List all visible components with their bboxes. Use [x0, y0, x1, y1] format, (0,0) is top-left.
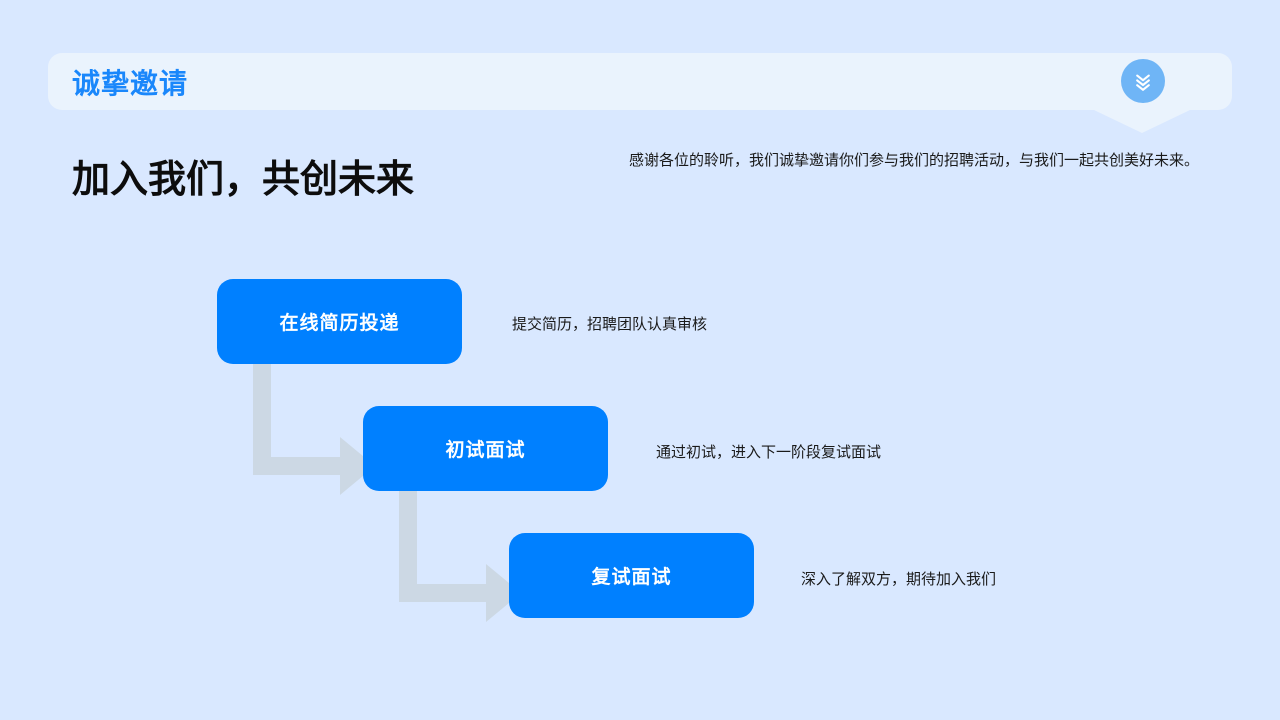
flow-step-description-2: 通过初试，进入下一阶段复试面试	[656, 444, 882, 461]
intro-paragraph: 感谢各位的聆听，我们诚挚邀请你们参与我们的招聘活动，与我们一起共创美好未来。	[629, 152, 1200, 169]
flow-step-card-3[interactable]: 复试面试	[509, 533, 754, 618]
header-bar: 诚挚邀请	[48, 53, 1232, 110]
flow-step-card-2[interactable]: 初试面试	[363, 406, 608, 491]
double-chevron-down-icon	[1132, 70, 1154, 92]
connector-arrow-1	[253, 345, 375, 495]
connector-arrow-2	[399, 472, 521, 622]
headline: 加入我们，共创未来	[72, 159, 415, 201]
flow-step-label: 初试面试	[445, 440, 526, 461]
flow-step-label: 复试面试	[591, 567, 672, 588]
flow-step-description-1: 提交简历，招聘团队认真审核	[512, 316, 708, 333]
header-notch-decoration	[1094, 110, 1190, 133]
scroll-down-badge[interactable]	[1121, 59, 1165, 103]
flow-step-label: 在线简历投递	[279, 313, 400, 334]
flow-step-card-1[interactable]: 在线简历投递	[217, 279, 462, 364]
flow-step-description-3: 深入了解双方，期待加入我们	[801, 571, 997, 588]
page-title: 诚挚邀请	[72, 67, 189, 99]
